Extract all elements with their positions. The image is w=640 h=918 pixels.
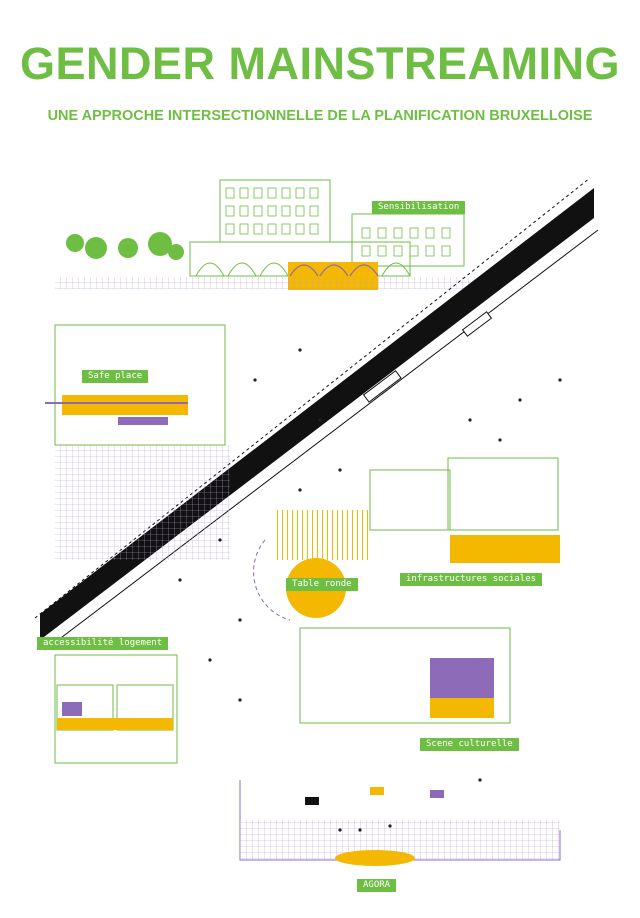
label-scene-culturelle: Scene culturelle bbox=[420, 738, 519, 751]
agora bbox=[239, 780, 561, 866]
poster-title: GENDER MAINSTREAMING bbox=[19, 38, 620, 89]
safe-place-building bbox=[45, 324, 226, 446]
label-sensibilisation: Sensibilisation bbox=[372, 201, 466, 214]
social-infrastructure-building bbox=[275, 457, 560, 563]
label-agora: AGORA bbox=[357, 879, 397, 892]
top-building-windows bbox=[225, 187, 451, 257]
cultural-stage-building bbox=[299, 627, 511, 724]
trees bbox=[66, 232, 184, 260]
top-buildings bbox=[189, 179, 465, 277]
label-accessibilite-logement: accessibilité logement bbox=[37, 637, 169, 650]
label-safe-place: Safe place bbox=[82, 370, 149, 383]
top-ground-grid bbox=[55, 277, 475, 289]
left-plaza-grid bbox=[55, 445, 230, 560]
housing-building bbox=[54, 654, 178, 764]
poster-subtitle: UNE APPROCHE INTERSECTIONNELLE DE LA PLA… bbox=[47, 108, 593, 124]
label-table-ronde: Table ronde bbox=[286, 578, 358, 591]
label-infrastructures-sociales: infrastructures sociales bbox=[400, 573, 543, 586]
pedestrians bbox=[178, 348, 562, 832]
